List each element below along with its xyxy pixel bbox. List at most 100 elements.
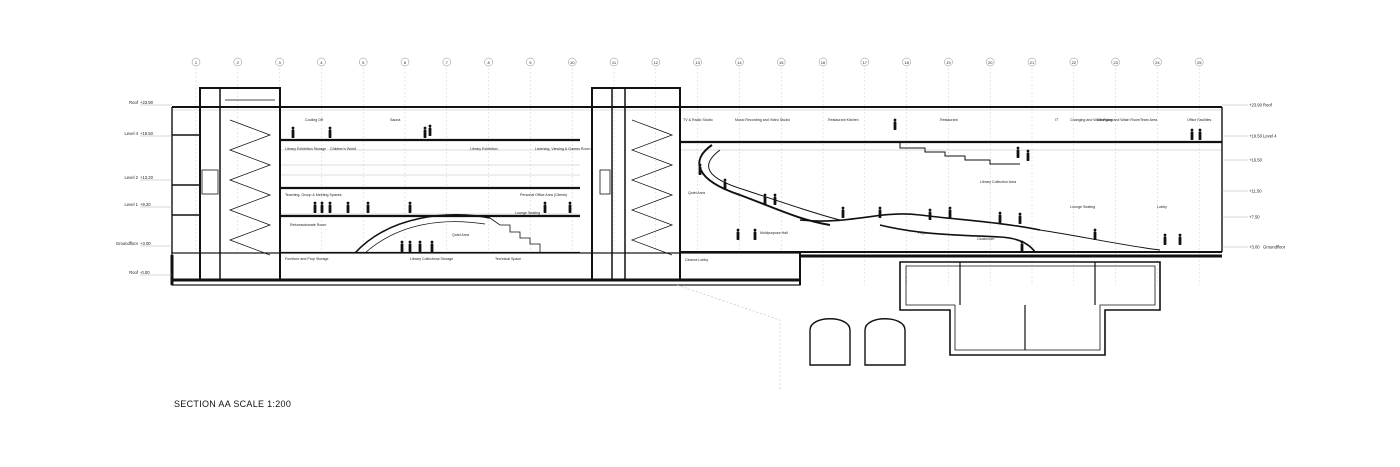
grid-axis-label: 14 (737, 60, 742, 65)
room-label: Lounge Seating (515, 211, 540, 215)
person-figure (408, 201, 412, 213)
level-value-right: +23.90 (1249, 103, 1263, 108)
grid-axis-marker (567, 57, 577, 67)
level-name-right: Level 4 (1263, 134, 1277, 139)
grid-axis-marker (275, 57, 284, 67)
room-label: Personal Office Area (Clients) (520, 193, 567, 197)
room-label: IT (1055, 118, 1059, 122)
grid-axis-label: 11 (612, 60, 617, 65)
grid-axis-marker (317, 57, 326, 67)
level-name-left: Roof (129, 270, 139, 275)
room-label: Library Collection Area (980, 180, 1016, 184)
people-figures (291, 118, 1202, 252)
grid-axis-label: 16 (821, 60, 826, 65)
grid-axis-label: 17 (863, 60, 868, 65)
grid-axis-label: 8 (487, 60, 490, 65)
person-figure (1198, 128, 1202, 140)
building-section (170, 106, 1223, 286)
level-name-left: Roof (129, 100, 139, 105)
person-figure (418, 240, 422, 252)
person-figure (366, 201, 370, 213)
room-label: Restaurant (940, 118, 958, 122)
grid-axis-label: 15 (779, 60, 784, 65)
person-figure (698, 163, 702, 175)
level-name-left: Level 2 (124, 175, 138, 180)
room-label: Lounge Seating (1070, 205, 1095, 209)
level-value-left: +13.20 (140, 175, 154, 180)
grid-axis-marker (735, 57, 744, 67)
grid-axis-marker (191, 57, 201, 67)
person-figure (423, 126, 427, 138)
person-figure (928, 208, 932, 220)
room-label: Library Collections Storage (410, 257, 453, 261)
room-label: Quiet Area (452, 233, 469, 237)
room-label: Office Facilities (1187, 118, 1212, 122)
level-name-right: Roof (1263, 103, 1273, 108)
grid-axis-label: 4 (320, 60, 323, 65)
level-value-right: +3.00 (1249, 245, 1260, 250)
grid-lines (195, 68, 1200, 285)
grid-axis-label: 5 (362, 60, 365, 65)
level-value-right: +16.50 (1249, 158, 1263, 163)
room-label: Cloakroom (977, 237, 994, 241)
level-name-left: Groundfloor (116, 241, 139, 246)
level-name-left: Level 1 (124, 202, 138, 207)
person-figure (400, 240, 404, 252)
grid-axis-marker (944, 57, 953, 67)
room-label: Sauna (390, 118, 400, 122)
grid-axis-label: 1 (195, 60, 198, 65)
room-label: Cooling Off (305, 118, 323, 122)
grid-axis-label: 2 (237, 60, 240, 65)
room-label: Returnautomate Room (290, 223, 326, 227)
person-figure (320, 201, 324, 213)
person-figure (291, 126, 295, 138)
grid-axis-marker (693, 57, 702, 67)
person-figure (1093, 228, 1097, 240)
person-figure (773, 193, 777, 205)
grid-axis-label: 25 (1197, 60, 1202, 65)
grid-axis-marker (442, 57, 452, 67)
room-label: Team Area (1140, 118, 1157, 122)
grid-axis-marker (776, 57, 786, 67)
person-figure (328, 201, 332, 213)
level-value-left: +9.20 (140, 202, 151, 207)
level-value-right: +11.50 (1249, 189, 1262, 194)
person-figure (878, 206, 882, 218)
grid-axis-label: 18 (904, 60, 909, 65)
room-label: Music Recording and Video Studio (735, 118, 790, 122)
grid-axis-marker (526, 57, 535, 67)
room-label: Technical Space (495, 257, 521, 261)
person-figure (568, 201, 572, 213)
level-name-left: Level 4 (124, 131, 138, 136)
level-value-left: +3.00 (140, 241, 151, 246)
person-figure (408, 240, 412, 252)
room-label: Listening, Viewing & Games Room (535, 147, 590, 151)
grid-axis-label: 22 (1072, 60, 1077, 65)
person-figure (893, 118, 897, 130)
stepped-seating (899, 142, 1020, 165)
person-figure (543, 201, 547, 213)
room-label: TV & Radio Studio (683, 118, 713, 122)
grid-axis-marker (484, 57, 493, 67)
person-figure (753, 228, 757, 240)
person-figure (723, 178, 727, 190)
stair-core-middle (591, 87, 681, 281)
grid-axis-marker (1027, 57, 1037, 67)
stair-core-left (199, 87, 281, 281)
room-label: Children's World (330, 147, 356, 151)
grid-axis-marker (985, 57, 995, 67)
underground (676, 261, 1161, 390)
person-figure (1026, 149, 1030, 161)
person-figure (428, 124, 432, 136)
room-label: Changing and Wash Room (1097, 118, 1140, 122)
level-value-right: +19.50 (1249, 134, 1263, 139)
room-label: Cinema Lobby (685, 258, 708, 262)
grid-axis-marker (1069, 57, 1079, 67)
grid-axis-label: 6 (404, 60, 407, 65)
person-figure (430, 240, 434, 252)
grid-axis-label: 7 (446, 60, 449, 65)
person-figure (948, 206, 952, 218)
